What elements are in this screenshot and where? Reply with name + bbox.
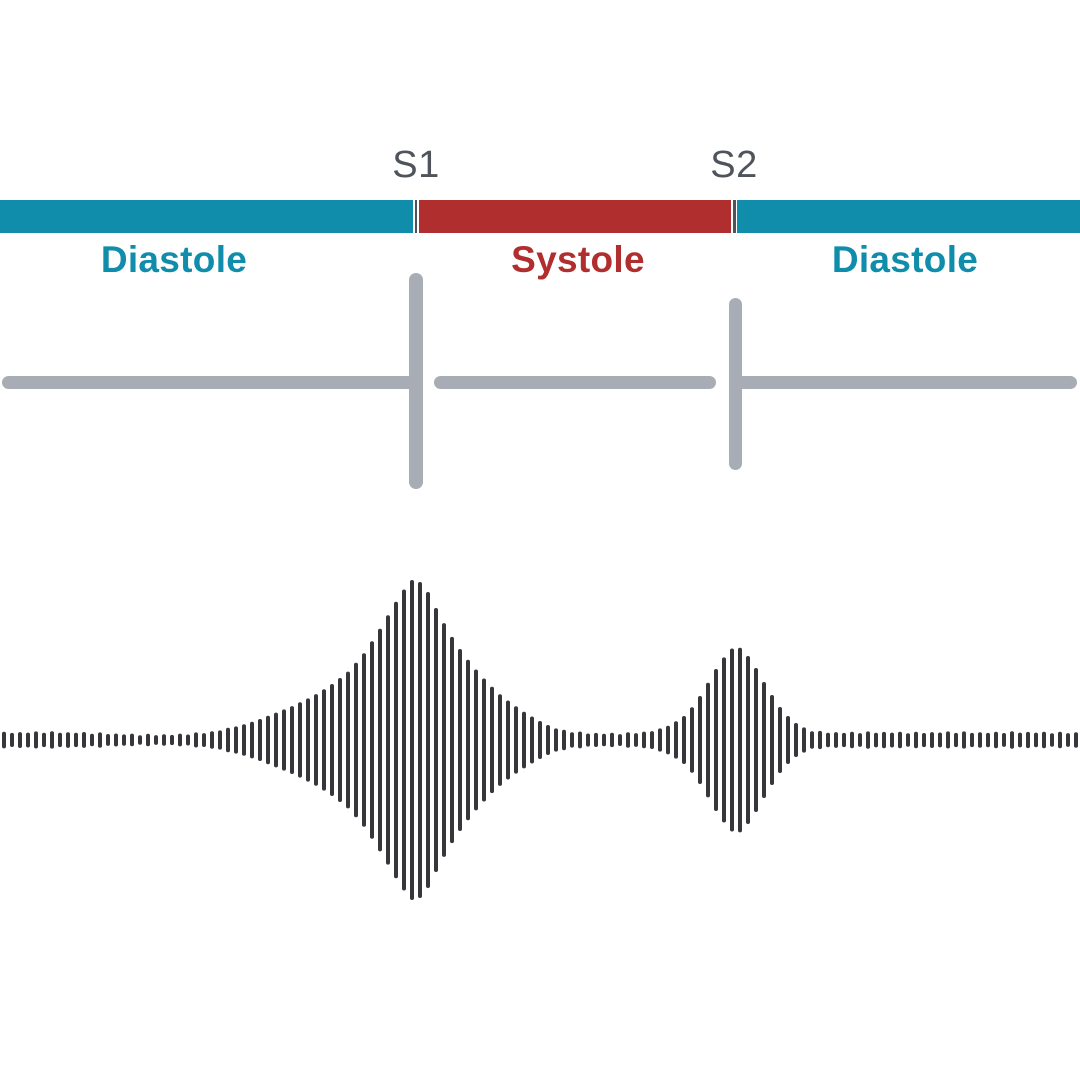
diastole-label-right: Diastole (831, 239, 979, 280)
timing-line-segment-right (729, 375, 1077, 389)
phase-bar-systole-segment (419, 200, 731, 233)
s1-divider-line (414, 200, 417, 233)
s1-marker-label: S1 (392, 144, 440, 186)
timing-line-segment-middle (434, 375, 716, 389)
s1-tick-mark (409, 273, 423, 489)
phonocardiogram-waveform (2, 580, 1078, 900)
phase-bar-diastole-segment-2 (737, 200, 1080, 233)
phase-bar-diastole-segment-1 (0, 200, 413, 233)
systole-label: Systole (511, 239, 645, 280)
s2-marker-label: S2 (710, 144, 758, 186)
diastole-label-left: Diastole (100, 239, 248, 280)
phase-bar (0, 200, 1080, 233)
timing-line-segment-left (2, 375, 416, 389)
s2-divider-line (733, 200, 736, 233)
